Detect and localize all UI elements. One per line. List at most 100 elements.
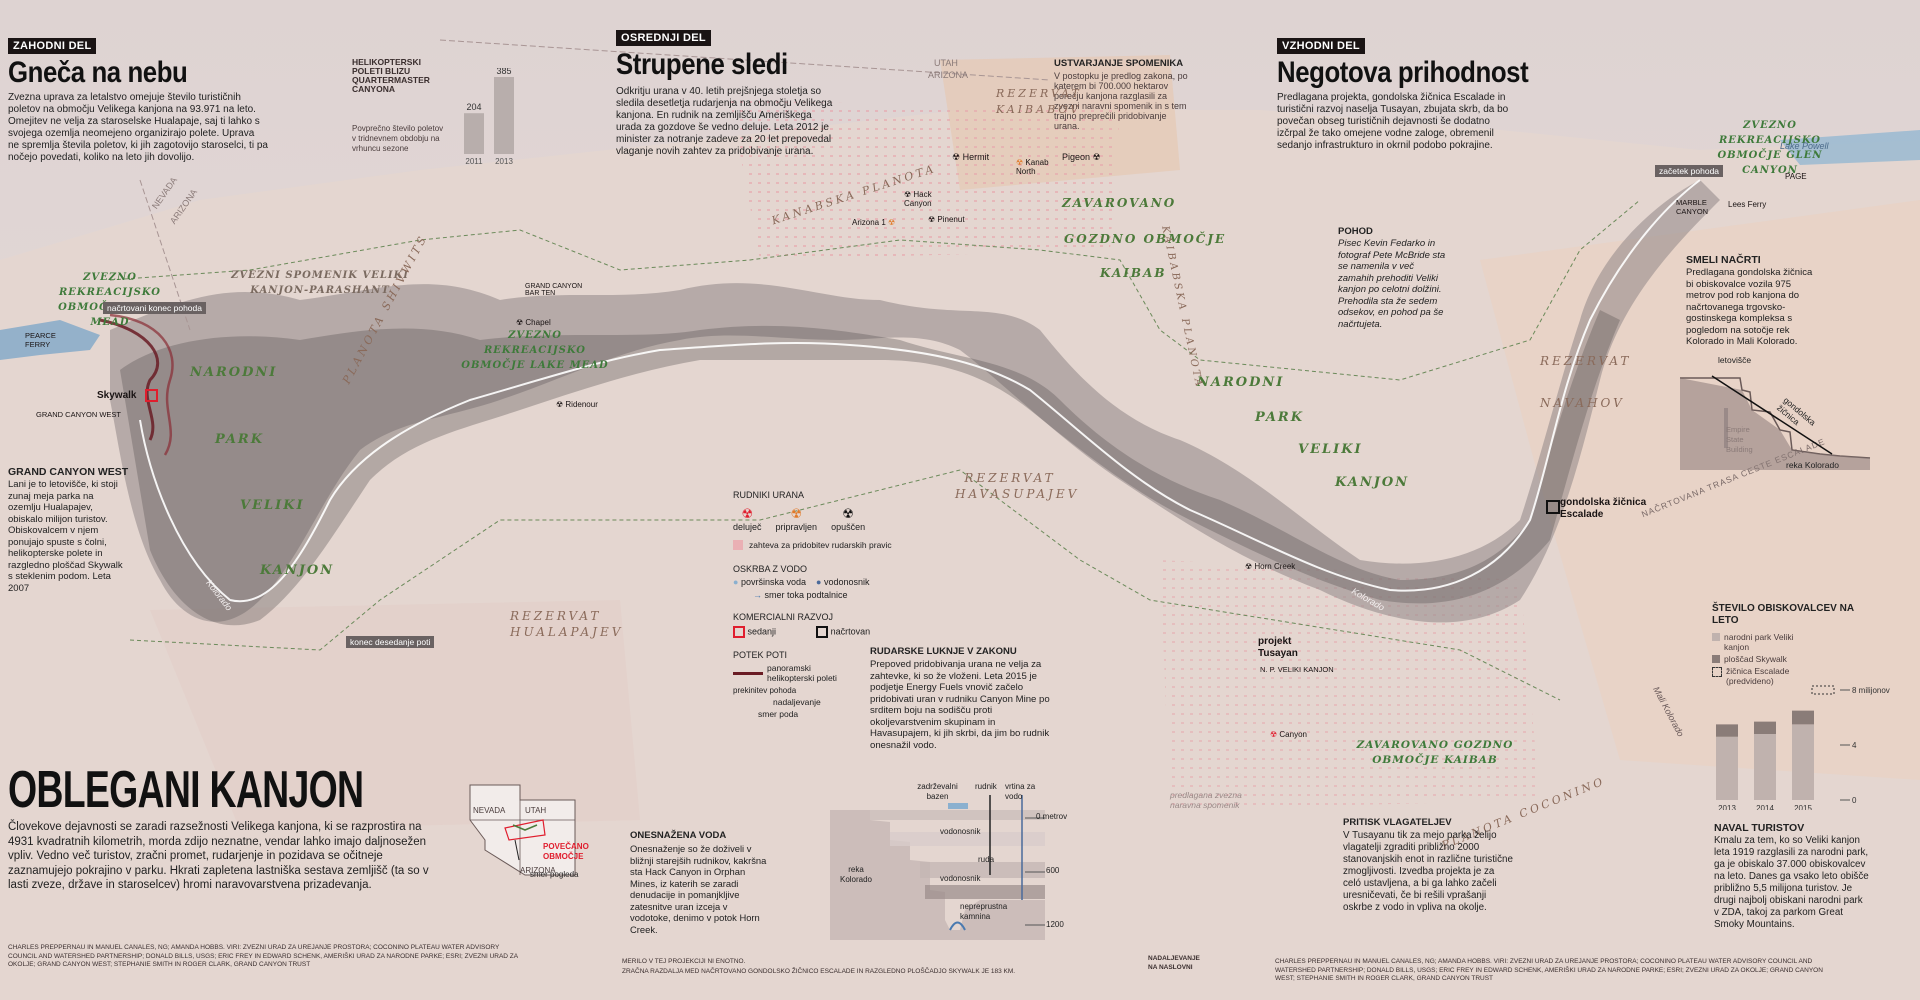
visitors-legend-0: narodni park Veliki kanjon — [1724, 632, 1794, 652]
visitors-title: ŠTEVILO OBISKOVALCEV NA LETO — [1712, 603, 1854, 626]
label-state-utah: UTAH — [934, 58, 958, 68]
np-east-4: KANJON — [1335, 475, 1410, 490]
visitor-year-2014: 2014 — [1756, 804, 1774, 810]
visitor-bar-2014-1 — [1754, 721, 1776, 734]
mine-arizona1[interactable]: Arizona 1 ☢ — [852, 218, 896, 227]
label-glen: ZVEZNO REKREACIJSKO OBMOČJE GLEN CANYON — [1717, 120, 1823, 176]
label-tusayan-np: N. P. VELIKI KANJON — [1260, 665, 1334, 674]
label-state-arizona: ARIZONA — [928, 70, 969, 80]
water-dot-icon: ● — [733, 577, 739, 587]
mine-ridenour-label: Ridenour — [565, 400, 598, 409]
mine-diag-ore: ruda — [978, 855, 995, 864]
legend-comm-planned: načrtovan — [816, 626, 870, 638]
visitor-axis-label-0: 8 milijonov — [1852, 686, 1890, 695]
label-hualapajev: REZERVAT HUALAPAJEV — [510, 609, 624, 639]
label-spomenik: ZVEZNI SPOMENIK VELIKI KANJON-PARASHANT — [231, 270, 409, 296]
radiation-ready-icon: ☢ — [790, 506, 803, 521]
west-title: Gneča na nebu — [8, 56, 188, 89]
legend-mine-active: ☢deluječ — [733, 506, 762, 532]
label-lake-mead: ZVEZNO REKREACIJSKO OBMOČJE LAKE MEAD — [58, 272, 162, 328]
mine-diag-aquifer-1: vodonosnik — [940, 827, 981, 836]
np-east-2: PARK — [1255, 410, 1305, 425]
smeli-text: Predlagana gondolska žičnica bi obiskova… — [1686, 267, 1813, 347]
mine-pinenut-label: Pinenut — [937, 215, 965, 224]
escalade-marker[interactable] — [1546, 500, 1560, 514]
middle-title: Strupene sledi — [616, 48, 788, 81]
pritisk-text: V Tusayanu tik za mejo parka želijo vlag… — [1343, 830, 1513, 913]
mine-chapel-label: Chapel — [525, 318, 551, 327]
heli-bar-2013 — [494, 77, 514, 154]
ustvarjanje-title: USTVARJANJE SPOMENIKA — [1054, 58, 1184, 69]
label-bar10: GRAND CANYON BAR TEN — [525, 283, 583, 297]
canyon-relief — [110, 180, 1720, 623]
visitor-escalade-box — [1811, 685, 1835, 695]
mine-canyon-label: Canyon — [1279, 730, 1307, 739]
aquifer-dot-icon: ● — [816, 577, 822, 587]
mine-chapel[interactable]: ☢ Chapel — [516, 318, 551, 327]
flow-arrow-icon: → — [753, 590, 762, 600]
legend-path-break: prekinitev pohoda — [733, 686, 797, 695]
mine-kanab-label: Kanab North — [1016, 158, 1049, 176]
colorado-river — [139, 179, 1701, 603]
mine-ridenour[interactable]: ☢ Ridenour — [556, 400, 598, 409]
label-pearce: PEARCE FERRY — [25, 331, 56, 349]
heli-bar-2011 — [464, 113, 484, 154]
mine-hack[interactable]: ☢ Hack Canyon — [904, 190, 932, 208]
mine-horn[interactable]: ☢ Horn Creek — [1245, 562, 1296, 571]
legend-swatch-escalade — [1712, 667, 1722, 677]
kaibab-south: ZAVAROVANO GOZDNO OBMOČJE KAIBAB — [1356, 739, 1514, 766]
heli-chart-subtitle: Povprečno število poletov v tridnevnem o… — [352, 124, 444, 153]
mine-kanab[interactable]: ☢ Kanab North — [1016, 158, 1049, 176]
mine-hack-label: Hack Canyon — [904, 190, 932, 208]
label-predlagana: predlagana zvezna naravna spomenik — [1170, 790, 1242, 810]
inset-utah: UTAH — [525, 806, 547, 815]
legend-claim-label: zahteva za pridobitev rudarskih pravic — [749, 540, 892, 550]
mine-hermit[interactable]: ☢ Hermit — [952, 152, 990, 162]
inset-arizona: ARIZONA — [520, 866, 556, 875]
onesnazena-text: Onesnaženje so že doživeli v bližnji sta… — [630, 843, 767, 935]
gondola-diagram — [1680, 375, 1871, 470]
legend-mine-ready-label: pripravljen — [775, 522, 818, 532]
legend-water-aquifer-label: vodonosnik — [823, 577, 870, 587]
middle-text: Odkritju urana v 40. letih prejšnjega st… — [616, 86, 833, 157]
legend-swatch-skywalk — [1712, 655, 1720, 663]
skywalk-marker[interactable] — [145, 389, 158, 402]
middle-tag: OSREDNJI DEL — [616, 30, 711, 46]
mine-pinenut[interactable]: ☢ Pinenut — [928, 215, 965, 224]
mine-canyon[interactable]: ☢ Canyon — [1270, 730, 1307, 739]
mine-arizona1-label: Arizona 1 — [852, 218, 886, 227]
mine-pigeon[interactable]: Pigeon ☢ — [1062, 152, 1101, 162]
inset-nevada: NEVADA — [473, 806, 506, 815]
label-konec-poti: konec desedanje poti — [346, 636, 435, 648]
visitor-bar-2014-0 — [1754, 734, 1776, 800]
heli-line-icon — [733, 671, 763, 675]
label-konec-pohoda: načrtovani konec pohoda — [103, 302, 206, 314]
visitors-legend-1: ploščad Skywalk — [1724, 654, 1787, 664]
legend-water-surface-label: površinska voda — [740, 577, 806, 587]
inset-locator-map — [469, 784, 576, 876]
mine-horn-label: Horn Creek — [1254, 562, 1296, 571]
visitor-bar-2013-0 — [1716, 736, 1738, 800]
label-lake-mead-2: ZVEZNO REKREACIJSKO OBMOČJE LAKE MEAD — [461, 330, 609, 371]
gcw-title: GRAND CANYON WEST — [8, 466, 129, 478]
np-west-3: VELIKI — [240, 498, 305, 513]
visitor-bar-2015-0 — [1792, 724, 1814, 800]
label-kaibabov: REZERVAT KAIBABOV — [996, 87, 1082, 116]
lake-mead — [0, 320, 100, 360]
legend-mine-closed-label: opuščen — [831, 522, 866, 532]
label-page: PAGE — [1785, 172, 1807, 181]
legend-mine-ready: ☢pripravljen — [776, 506, 818, 532]
legend-comm-planned-label: načrtovan — [830, 626, 871, 637]
legend-mines-title: RUDNIKI URANA — [733, 490, 805, 500]
mine-diag-vrtina: vrtina za vodo — [1005, 782, 1036, 801]
credits-mid-3: NADALJEVANJE NA NASLOVNI — [1148, 955, 1200, 971]
credits-left: CHARLES PREPPERNAU IN MANUEL CANALES, NG… — [8, 944, 518, 968]
radiation-closed-icon: ☢ — [842, 506, 854, 521]
mine-diag-rudnik: rudnik — [975, 782, 997, 791]
legend-water-surface: ● površinska voda — [733, 577, 806, 587]
smeli-label-building: Empire State Building — [1726, 425, 1753, 454]
legend-water-flow: → smer toka podtalnice — [753, 590, 893, 600]
np-east-1: NARODNI — [1197, 375, 1285, 390]
legend-water-aquifer: ● vodonosnik — [816, 577, 870, 587]
label-gondolska: gondolska žičnica Escalade — [1560, 497, 1647, 520]
